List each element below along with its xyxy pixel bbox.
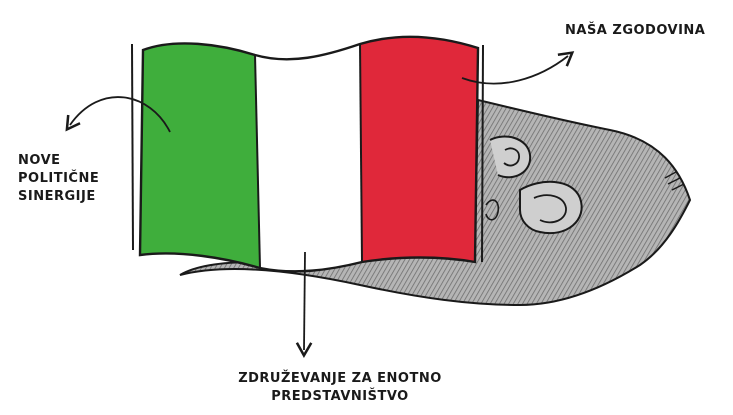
arrow-icon xyxy=(461,51,575,85)
old-flag-icon xyxy=(179,98,692,307)
label-line: ZDRUŽEVANJE ZA ENOTNO xyxy=(238,371,442,386)
label-line: POLITIČNE xyxy=(18,171,100,186)
new-political-synergies-label: NOVE POLITIČNE SINERGIJE xyxy=(18,152,148,206)
unified-representation-label: ZDRUŽEVANJE ZA ENOTNO PREDSTAVNIŠTVO xyxy=(190,370,490,406)
arrow-icon xyxy=(65,96,171,133)
our-history-label: NAŠA ZGODOVINA xyxy=(565,23,706,38)
italian-flag-icon xyxy=(131,35,484,273)
label-line: SINERGIJE xyxy=(18,189,96,204)
arrow-icon xyxy=(295,251,313,358)
label-line: PREDSTAVNIŠTVO xyxy=(271,389,409,404)
label-line: NOVE xyxy=(18,153,61,168)
